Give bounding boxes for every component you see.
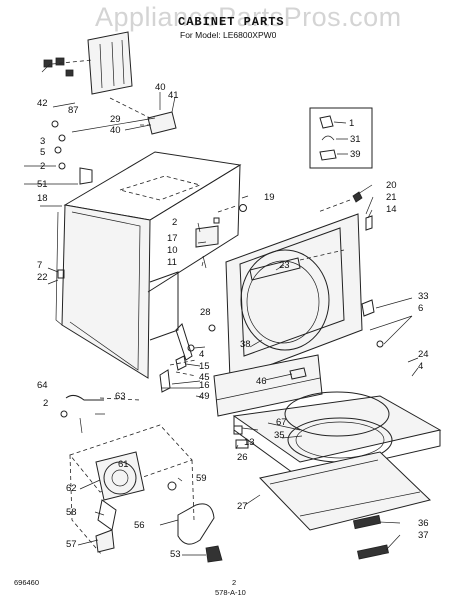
callout-2b: 2 <box>172 217 178 228</box>
callout-15: 15 <box>199 361 210 372</box>
callout-56: 56 <box>134 520 145 531</box>
callout-42: 42 <box>37 98 48 109</box>
callout-21: 21 <box>386 192 397 203</box>
callout-35: 35 <box>274 430 285 441</box>
callout-36: 36 <box>418 518 429 529</box>
callout-14: 14 <box>386 204 397 215</box>
callout-31: 31 <box>350 134 361 145</box>
inset-parts-box <box>309 107 373 169</box>
callout-63: 63 <box>115 391 126 402</box>
diagram-title: CABINET PARTS <box>178 15 285 29</box>
callout-2: 2 <box>40 161 46 172</box>
callout-19: 19 <box>264 192 275 203</box>
top-bracket-assembly <box>43 31 177 135</box>
callout-28: 28 <box>200 307 211 318</box>
callout-61: 61 <box>118 459 129 470</box>
callout-87: 87 <box>68 105 79 116</box>
callout-64: 64 <box>37 380 48 391</box>
callout-7: 7 <box>37 260 43 271</box>
right-hardware <box>361 297 413 348</box>
callout-13: 13 <box>244 437 255 448</box>
callout-1: 1 <box>349 118 355 129</box>
callout-67: 67 <box>276 417 287 428</box>
callout-16: 16 <box>199 380 210 391</box>
toe-panel <box>213 354 323 417</box>
callout-4b: 4 <box>418 361 424 372</box>
left-screws <box>24 120 93 185</box>
leader-lines <box>40 63 419 556</box>
callout-38: 38 <box>240 339 251 350</box>
callout-46: 46 <box>256 376 267 387</box>
callout-11: 11 <box>167 257 177 268</box>
upper-right-parts <box>317 191 373 231</box>
watermark: AppliancePartsPros.com <box>95 2 402 32</box>
callout-51: 51 <box>37 179 48 190</box>
callout-3: 3 <box>40 136 46 147</box>
front-panel <box>225 213 363 381</box>
callout-4a: 4 <box>199 349 205 360</box>
callout-40b: 40 <box>110 125 121 136</box>
callout-29: 29 <box>110 114 121 125</box>
footer-page: 2 <box>232 578 237 587</box>
callout-27: 27 <box>237 501 248 512</box>
callout-10: 10 <box>167 245 178 256</box>
base-assembly <box>232 391 442 560</box>
footer-code: 696460 <box>14 578 40 587</box>
callout-53: 53 <box>170 549 181 560</box>
callout-20: 20 <box>386 180 397 191</box>
model-subtitle: For Model: LE6800XPW0 <box>180 30 277 40</box>
callout-59: 59 <box>196 473 207 484</box>
callout-17: 17 <box>167 233 178 244</box>
middle-hardware <box>195 204 247 269</box>
callout-49: 49 <box>199 391 210 402</box>
callout-26: 26 <box>237 452 248 463</box>
callout-23: 23 <box>279 260 290 271</box>
callout-24: 24 <box>418 349 429 360</box>
left-side-fasteners <box>47 267 65 285</box>
callout-18: 18 <box>37 193 48 204</box>
callout-41: 41 <box>168 90 179 101</box>
footer-ref: 578-A-10 <box>215 588 246 597</box>
callout-45: 45 <box>199 372 210 383</box>
callout-58: 58 <box>66 507 77 518</box>
callout-22: 22 <box>37 272 48 283</box>
callout-57: 57 <box>66 539 77 550</box>
callout-6: 6 <box>418 303 424 314</box>
callout-40: 40 <box>155 82 166 93</box>
motor-assembly <box>60 394 223 563</box>
callout-62: 62 <box>66 483 77 494</box>
cabinet-body <box>55 151 242 379</box>
callout-2c: 2 <box>43 398 49 409</box>
callout-37: 37 <box>418 530 429 541</box>
callout-5: 5 <box>40 147 46 158</box>
callout-33: 33 <box>418 291 429 302</box>
callout-39: 39 <box>350 149 361 160</box>
